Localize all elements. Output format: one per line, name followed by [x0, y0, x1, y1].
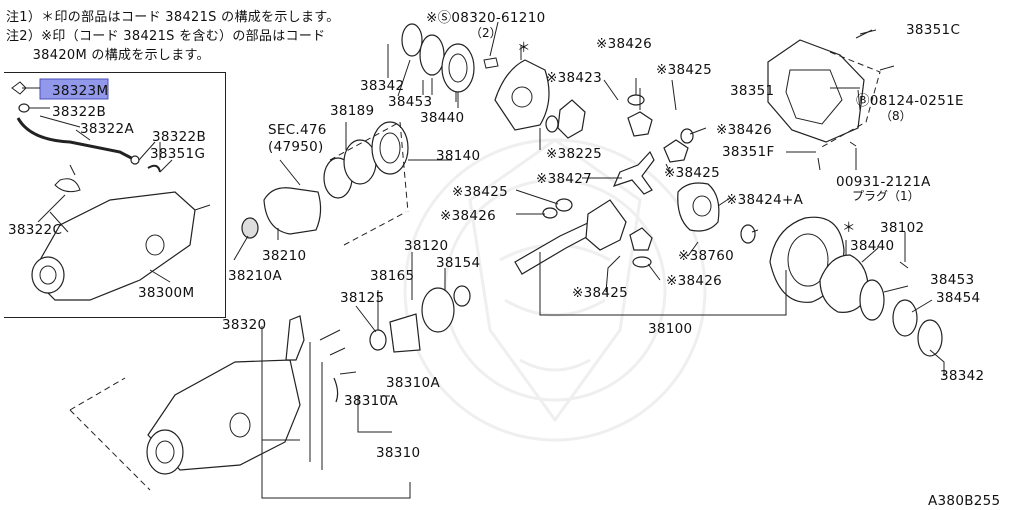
label-38154: 38154 — [436, 255, 480, 271]
label-08124-qty: （8） — [880, 109, 912, 123]
label-plug: プラグ（1） — [852, 189, 920, 203]
label-38342-upper: 38342 — [360, 78, 404, 94]
label-38125: 38125 — [340, 290, 384, 306]
label-38425-c: ※38425 — [452, 184, 508, 200]
label-38426-c: ※38426 — [440, 208, 496, 224]
label-38440-upper: 38440 — [420, 110, 464, 126]
label-38453-upper: 38453 — [388, 94, 432, 110]
label-38310a-1: 38310A — [386, 375, 440, 391]
label-38189: 38189 — [330, 103, 374, 119]
label-38310: 38310 — [376, 445, 420, 461]
label-08320: ※Ⓢ08320-61210 — [426, 10, 545, 26]
label-38454: 38454 — [936, 290, 980, 306]
label-38351: 38351 — [730, 83, 774, 99]
clip-part — [18, 103, 30, 113]
label-38140: 38140 — [436, 148, 480, 164]
label-sec476-code: (47950) — [268, 139, 324, 155]
note-line-3: 38420M の構成を示します。 — [6, 48, 210, 63]
part-labels: 38323M 38322B 38322A 38322B 38351G 38322… — [8, 10, 1000, 509]
label-38210: 38210 — [262, 248, 306, 264]
note-line-1: 注1）＊印の部品はコード 38421S の構成を示します。 — [6, 10, 340, 25]
label-38440-lower: 38440 — [850, 238, 894, 254]
label-38425-b: ※38425 — [664, 165, 720, 181]
label-38760: ※38760 — [678, 248, 734, 264]
note-line-2: 注2）※印（コード 38421S を含む）の部品はコード — [6, 29, 326, 44]
leader-lines — [39, 21, 945, 499]
label-38425-d: ※38425 — [572, 285, 628, 301]
label-38427: ※38427 — [536, 171, 592, 187]
highlight-38323m — [39, 78, 109, 100]
label-38322b: 38322B — [52, 104, 106, 120]
diagram-notes: 注1）＊印の部品はコード 38421S の構成を示します。 注2）※印（コード … — [6, 8, 340, 65]
label-38322c: 38322C — [8, 222, 62, 238]
inset-parts — [11, 78, 211, 301]
label-38210a: 38210A — [228, 268, 282, 284]
label-38351g: 38351G — [150, 146, 205, 162]
label-38423: ※38423 — [546, 70, 602, 86]
label-38453-lower: 38453 — [930, 272, 974, 288]
label-38120: 38120 — [404, 238, 448, 254]
label-38322a: 38322A — [80, 121, 134, 137]
label-08320-qty: （2） — [470, 26, 502, 40]
label-38426-a: ※38426 — [596, 36, 652, 52]
label-38425-a: ※38425 — [656, 62, 712, 78]
label-00931: 00931-2121A — [836, 174, 931, 190]
label-38351f: 38351F — [722, 144, 775, 160]
label-38424a: ※38424+A — [726, 192, 804, 208]
label-38165: 38165 — [370, 268, 414, 284]
label-38320: 38320 — [222, 317, 266, 333]
label-38100: 38100 — [648, 321, 692, 337]
label-asterisk-2: ＊ — [842, 220, 856, 236]
label-38323m: 38323M — [52, 83, 108, 99]
label-38351c: 38351C — [906, 22, 960, 38]
label-38426-b: ※38426 — [716, 122, 772, 138]
diagram-code: A380B255 — [928, 493, 1000, 509]
label-38310a-2: 38310A — [344, 393, 398, 409]
label-38300m: 38300M — [138, 285, 194, 301]
inset-box — [4, 72, 226, 318]
label-38322b-2: 38322B — [152, 129, 206, 145]
label-sec476: SEC.476 — [268, 122, 327, 138]
label-38426-d: ※38426 — [666, 273, 722, 289]
label-asterisk-1: ＊ — [517, 40, 531, 56]
label-08124: Ⓑ08124-0251E — [856, 93, 964, 109]
label-38225: ※38225 — [546, 146, 602, 162]
label-38102: 38102 — [880, 220, 924, 236]
label-38342-lower: 38342 — [940, 368, 984, 384]
